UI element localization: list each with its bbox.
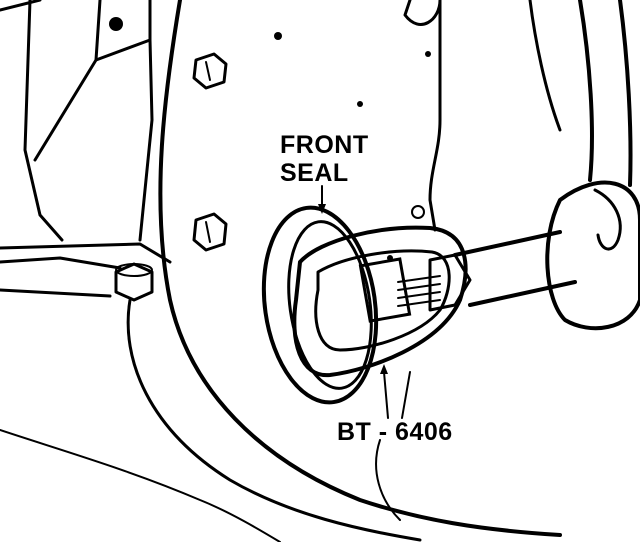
arrow-tool — [380, 364, 388, 374]
leader-lines — [318, 185, 411, 419]
tool-number-label: BT - 6406 — [337, 418, 453, 446]
bolt-top-small — [109, 17, 123, 31]
arrow-front-seal — [318, 204, 326, 214]
seal-installer-tool — [292, 0, 640, 378]
front-seal-label-line2: SEAL — [280, 159, 349, 187]
cover-holes — [274, 32, 431, 261]
bolt-middle — [192, 212, 228, 252]
front-seal — [261, 205, 379, 405]
bolt-lower-left — [114, 262, 154, 302]
engine-front-cover — [0, 0, 562, 542]
bolt-upper — [192, 52, 228, 90]
front-seal-label-line1: FRONT — [280, 131, 369, 159]
bolt-heads — [109, 17, 228, 302]
